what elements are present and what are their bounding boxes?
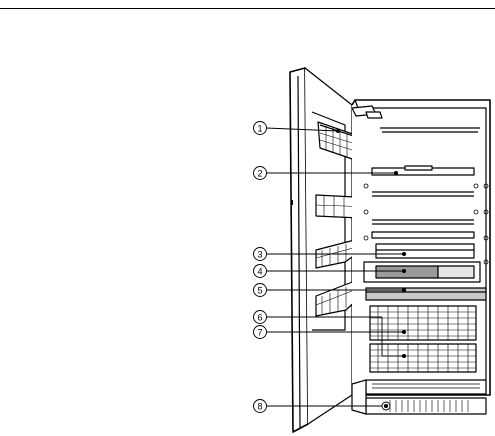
freezer-basket-lower bbox=[370, 344, 476, 372]
bottom-grille bbox=[352, 380, 486, 414]
callout-2-number: 2 bbox=[257, 169, 262, 179]
callout-6-number: 6 bbox=[257, 313, 262, 323]
freezer-basket-upper bbox=[370, 306, 476, 340]
drawer-4 bbox=[364, 262, 480, 282]
callout-4-number: 4 bbox=[257, 267, 262, 277]
callout-5-number: 5 bbox=[257, 286, 262, 296]
callout-1-number: 1 bbox=[257, 124, 262, 134]
callout-8-number: 8 bbox=[257, 402, 262, 412]
callout-7-number: 7 bbox=[257, 328, 262, 338]
shelf-3 bbox=[376, 244, 474, 258]
callout-3-number: 3 bbox=[257, 250, 262, 260]
